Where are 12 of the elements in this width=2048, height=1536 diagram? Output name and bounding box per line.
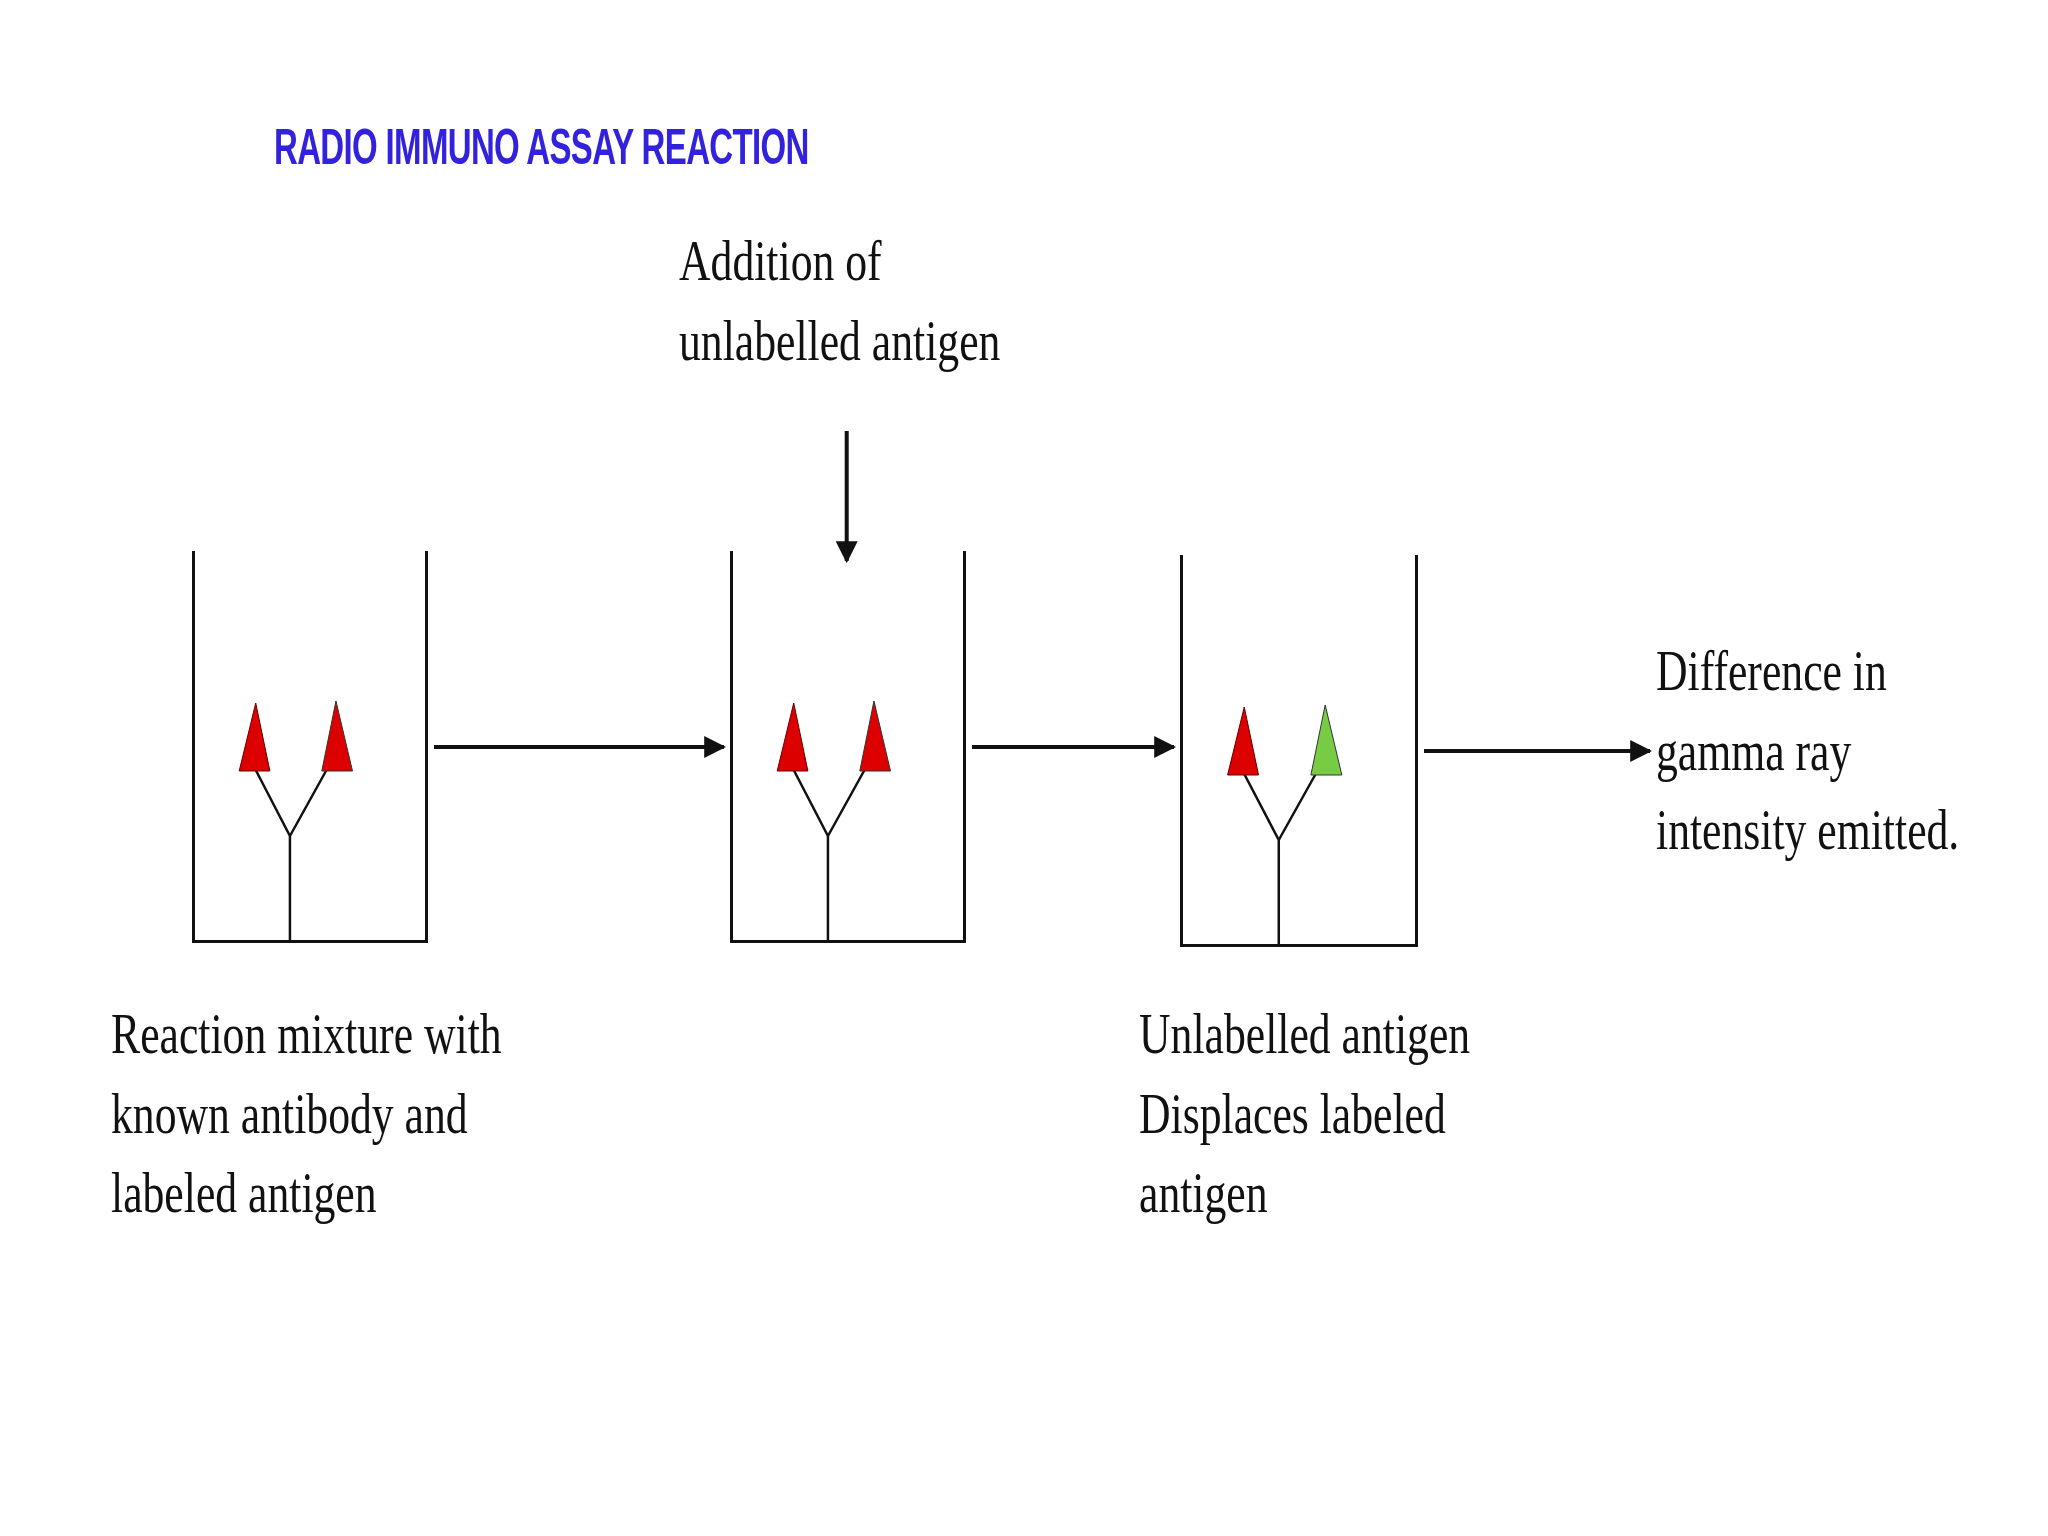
title: RADIO IMMUNO ASSAY REACTION <box>274 118 809 176</box>
arrow <box>972 736 1177 758</box>
step-text: Addition of unlabelled antigen <box>679 222 1015 382</box>
beaker-drawing <box>192 551 428 943</box>
step-text: Difference in gamma ray intensity emitted. <box>1656 632 1961 871</box>
node-label: Unlabelled antigen Displaces labeled antigen <box>1139 1002 1472 1227</box>
arrow <box>434 736 727 758</box>
node-label: Reaction mixture with known antibody and labeled antigen <box>111 1002 503 1227</box>
beaker-drawing <box>730 551 966 943</box>
arrow <box>835 431 858 564</box>
arrow <box>1424 740 1653 762</box>
beaker-drawing <box>1180 555 1418 947</box>
